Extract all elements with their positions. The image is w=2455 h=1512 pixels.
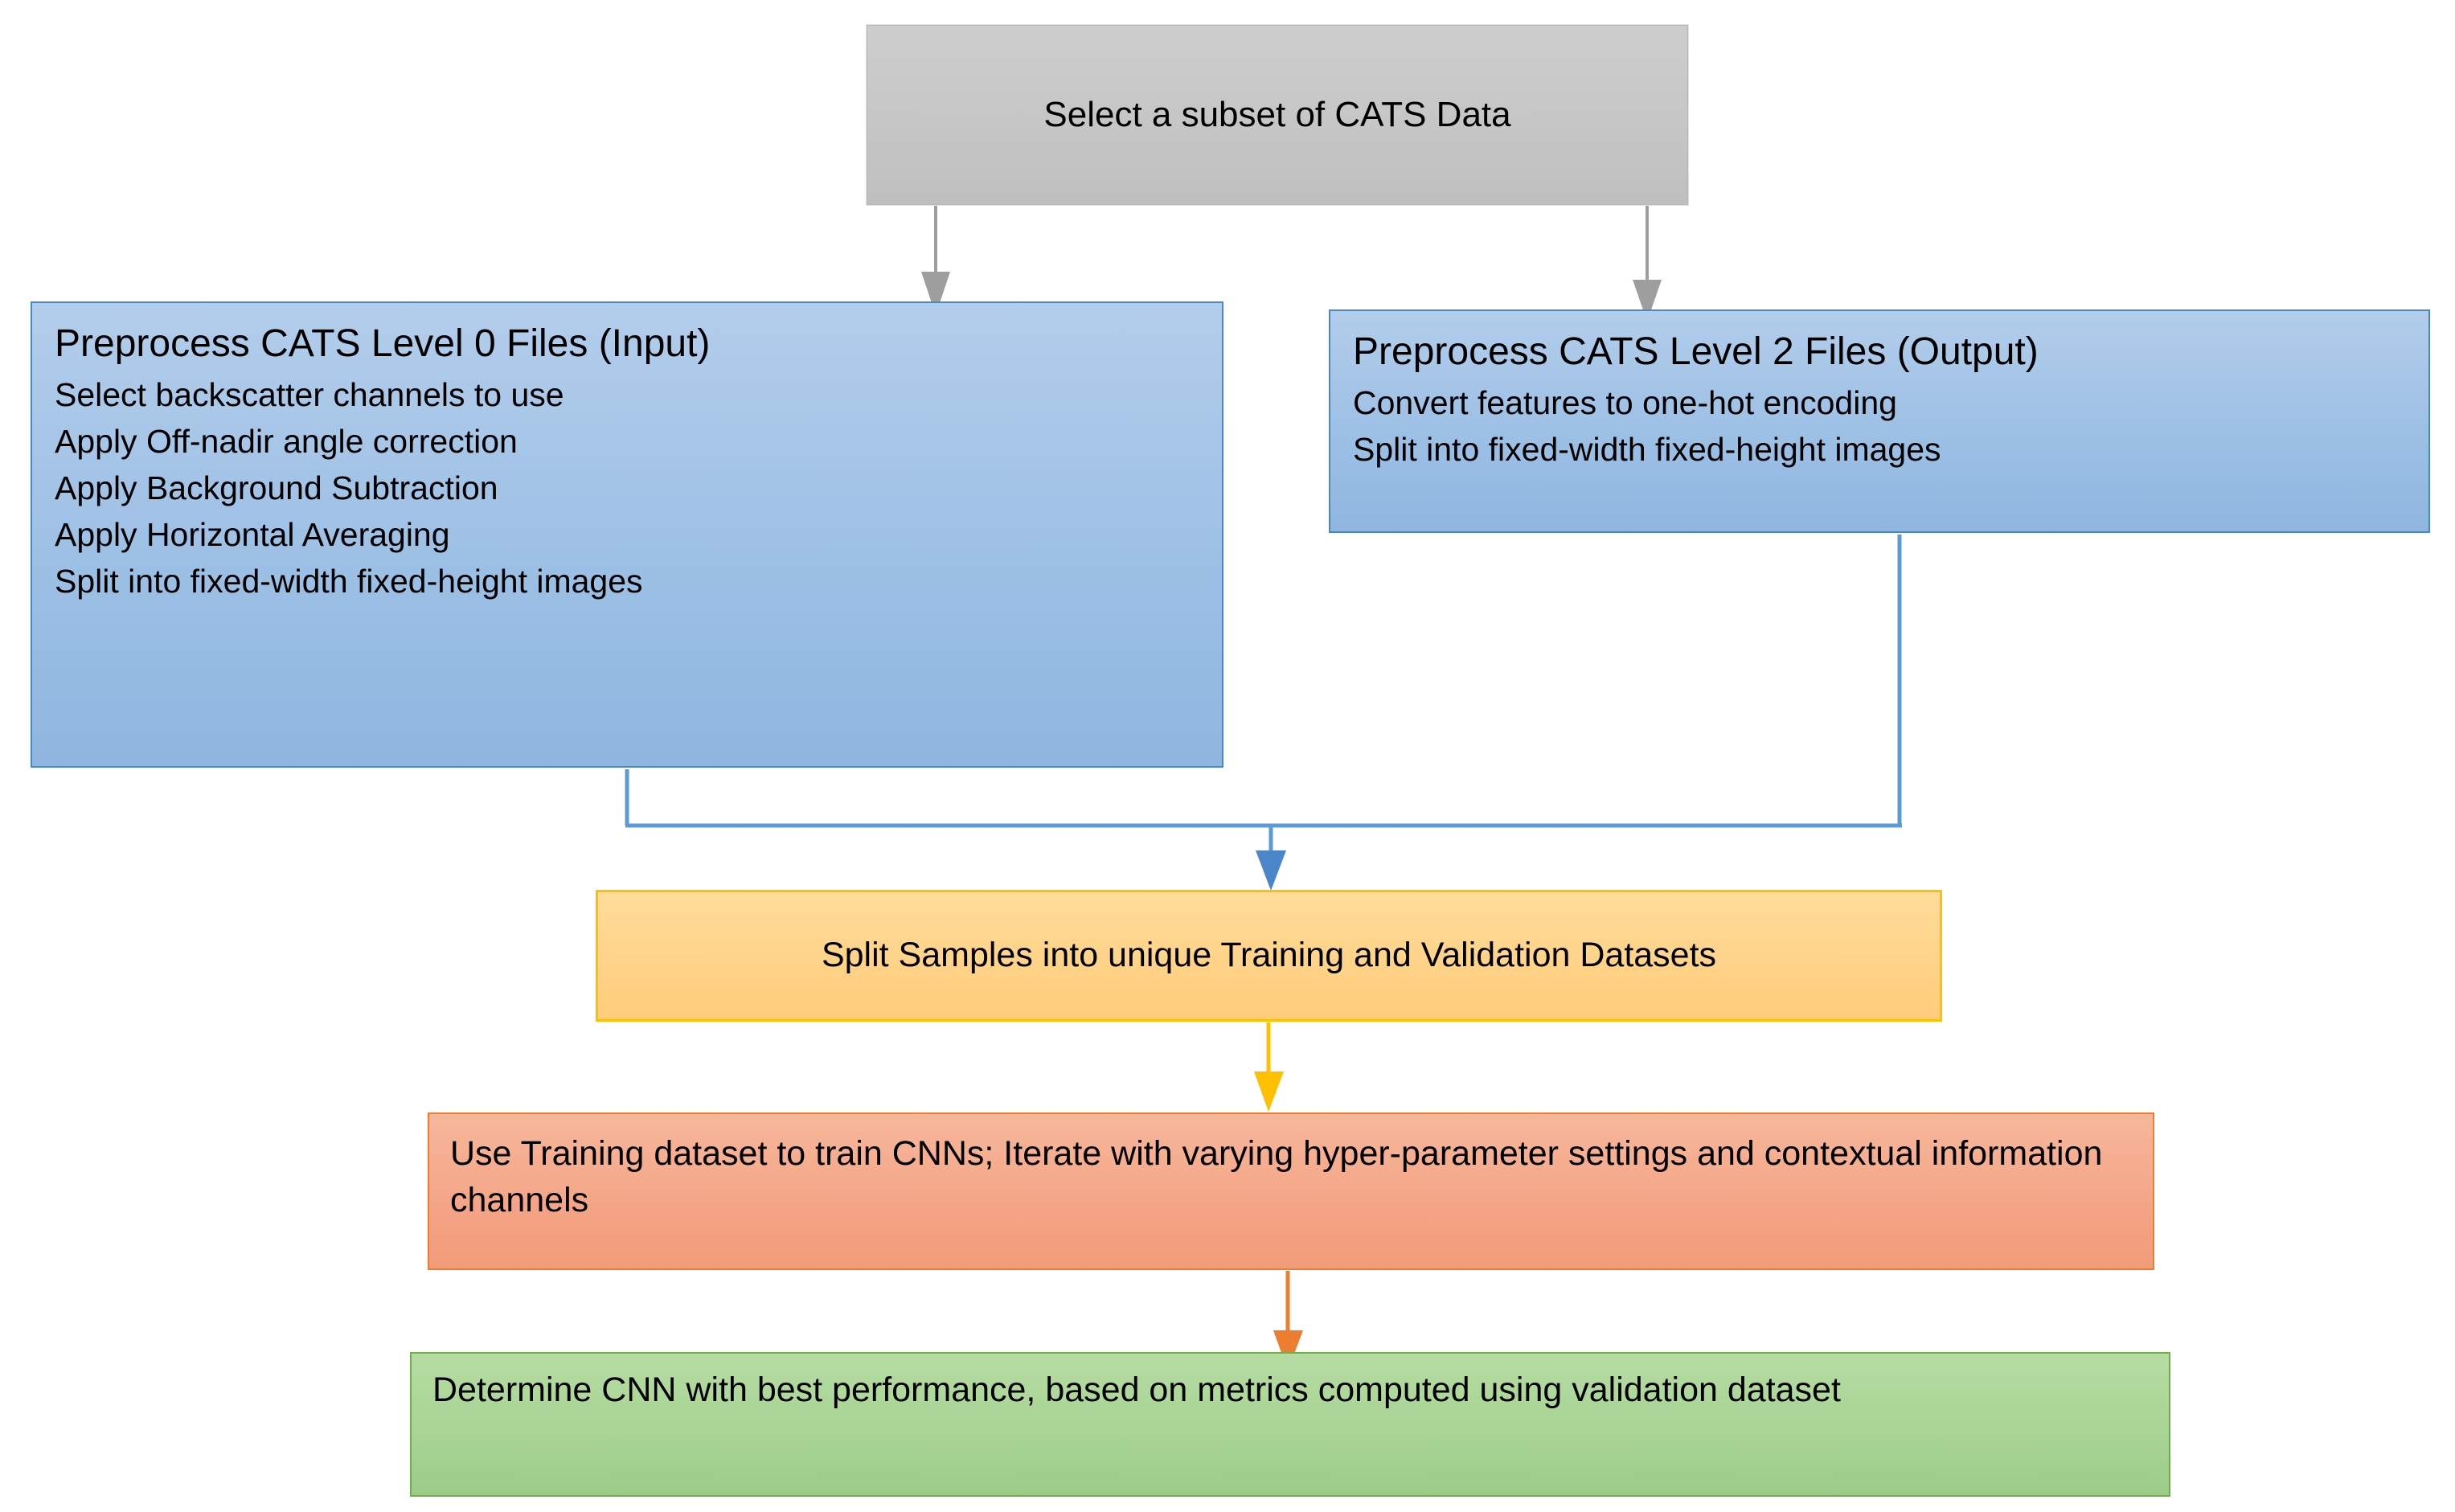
node-determine-best-cnn-label: Determine CNN with best performance, bas… bbox=[432, 1371, 1841, 1409]
node-split-samples[interactable]: Split Samples into unique Training and V… bbox=[596, 890, 1942, 1022]
node-preprocess-level0-line-1: Select backscatter channels to use bbox=[55, 375, 564, 413]
node-split-samples-label: Split Samples into unique Training and V… bbox=[821, 936, 1717, 975]
node-preprocess-level0-line-3: Apply Background Subtraction bbox=[55, 469, 498, 506]
node-preprocess-level2[interactable]: Preprocess CATS Level 2 Files (Output) C… bbox=[1329, 309, 2430, 533]
edge-level2-to-split bbox=[1271, 535, 1902, 828]
node-select-subset[interactable]: Select a subset of CATS Data bbox=[867, 25, 1688, 205]
node-preprocess-level0[interactable]: Preprocess CATS Level 0 Files (Input) Se… bbox=[31, 301, 1223, 768]
node-determine-best-cnn[interactable]: Determine CNN with best performance, bas… bbox=[410, 1352, 2170, 1497]
node-select-subset-label: Select a subset of CATS Data bbox=[1043, 95, 1511, 135]
edge-split-to-train bbox=[1254, 1022, 1284, 1112]
edge-start-to-level0 bbox=[921, 206, 950, 315]
node-preprocess-level2-line-2: Split into fixed-width fixed-height imag… bbox=[1353, 430, 1941, 468]
node-preprocess-level0-line-4: Apply Horizontal Averaging bbox=[55, 515, 450, 553]
node-train-cnns-label: Use Training dataset to train CNNs; Iter… bbox=[450, 1134, 2103, 1220]
edge-merge-to-split-arrow bbox=[1256, 826, 1286, 891]
edge-level0-to-split bbox=[625, 769, 1271, 828]
node-train-cnns[interactable]: Use Training dataset to train CNNs; Iter… bbox=[428, 1112, 2154, 1270]
edge-start-to-level2 bbox=[1633, 206, 1662, 322]
node-preprocess-level2-title: Preprocess CATS Level 2 Files (Output) bbox=[1353, 330, 2039, 373]
node-preprocess-level0-line-2: Apply Off-nadir angle correction bbox=[55, 422, 518, 460]
node-preprocess-level0-title: Preprocess CATS Level 0 Files (Input) bbox=[55, 322, 711, 365]
node-preprocess-level0-line-5: Split into fixed-width fixed-height imag… bbox=[55, 562, 643, 600]
node-preprocess-level2-line-1: Convert features to one-hot encoding bbox=[1353, 383, 1897, 421]
